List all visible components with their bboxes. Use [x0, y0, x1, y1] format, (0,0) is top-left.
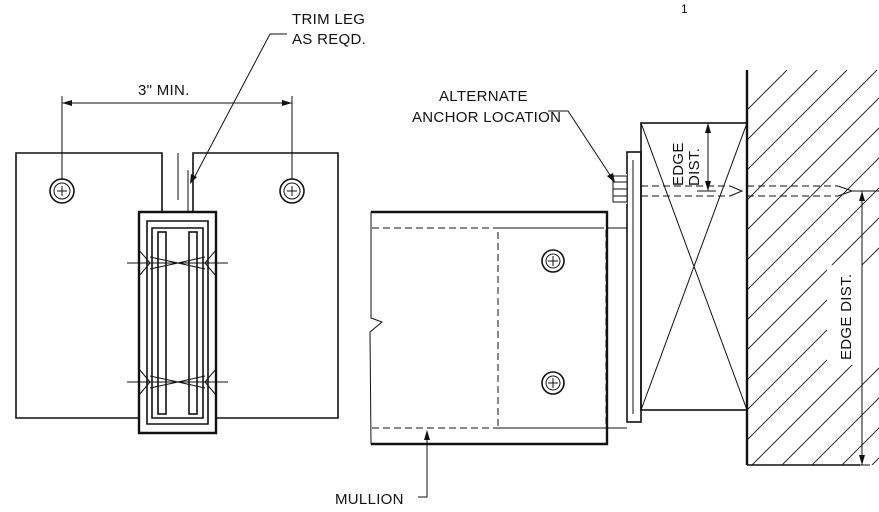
alt-anchor-label-line2: ANCHOR LOCATION — [412, 109, 561, 126]
mullion-section-outer — [137, 210, 218, 435]
phillips-screw-head-icon — [279, 178, 305, 204]
min-spacing-label: 3" MIN. — [138, 82, 190, 99]
phillips-screw-head-icon — [49, 178, 75, 204]
corner-mark: 1 — [681, 2, 688, 16]
edge-dist-right-label: EDGE DIST. — [838, 274, 855, 360]
left-glazing-leg — [157, 231, 167, 415]
glass-pocket — [151, 227, 204, 419]
alt-anchor-label-line1: ALTERNATE — [439, 88, 528, 105]
edge-dist-right-dimension: EDGE DIST. — [838, 190, 870, 466]
phillips-screw-head-icon — [541, 249, 565, 273]
right-glazing-leg — [188, 231, 198, 415]
trim-leg-label-line2: AS REQD. — [292, 31, 366, 48]
edge-dist-top-label-line1: EDGE — [670, 142, 687, 186]
right-section-view: EDGE DIST. EDGE DIST. ALTERNATE ANCHOR L… — [335, 2, 879, 508]
wall-hatch — [747, 70, 879, 465]
edge-dist-top-label-line2: DIST. — [686, 148, 703, 186]
mullion-section-inner — [146, 220, 209, 425]
trim-leg-label-line1: TRIM LEG — [292, 11, 365, 28]
fastener-upper — [127, 247, 228, 279]
mullion-body — [364, 210, 609, 446]
fastener-lower — [127, 366, 228, 398]
mullion-label: MULLION — [335, 491, 404, 508]
mullion-callout: MULLION — [335, 430, 430, 508]
left-plan-view: 3" MIN. TRIM LEG AS REQD. — [15, 11, 366, 435]
min-spacing-dimension: 3" MIN. — [61, 82, 293, 180]
clip-angle — [626, 151, 642, 423]
trim-leg-callout: TRIM LEG AS REQD. — [190, 11, 366, 184]
alternate-anchor — [612, 174, 879, 204]
wood-blocking — [640, 122, 748, 411]
edge-dist-top-dimension: EDGE DIST. — [670, 122, 716, 192]
phillips-screw-head-icon — [541, 371, 565, 395]
alternate-anchor-callout: ALTERNATE ANCHOR LOCATION — [412, 88, 615, 183]
